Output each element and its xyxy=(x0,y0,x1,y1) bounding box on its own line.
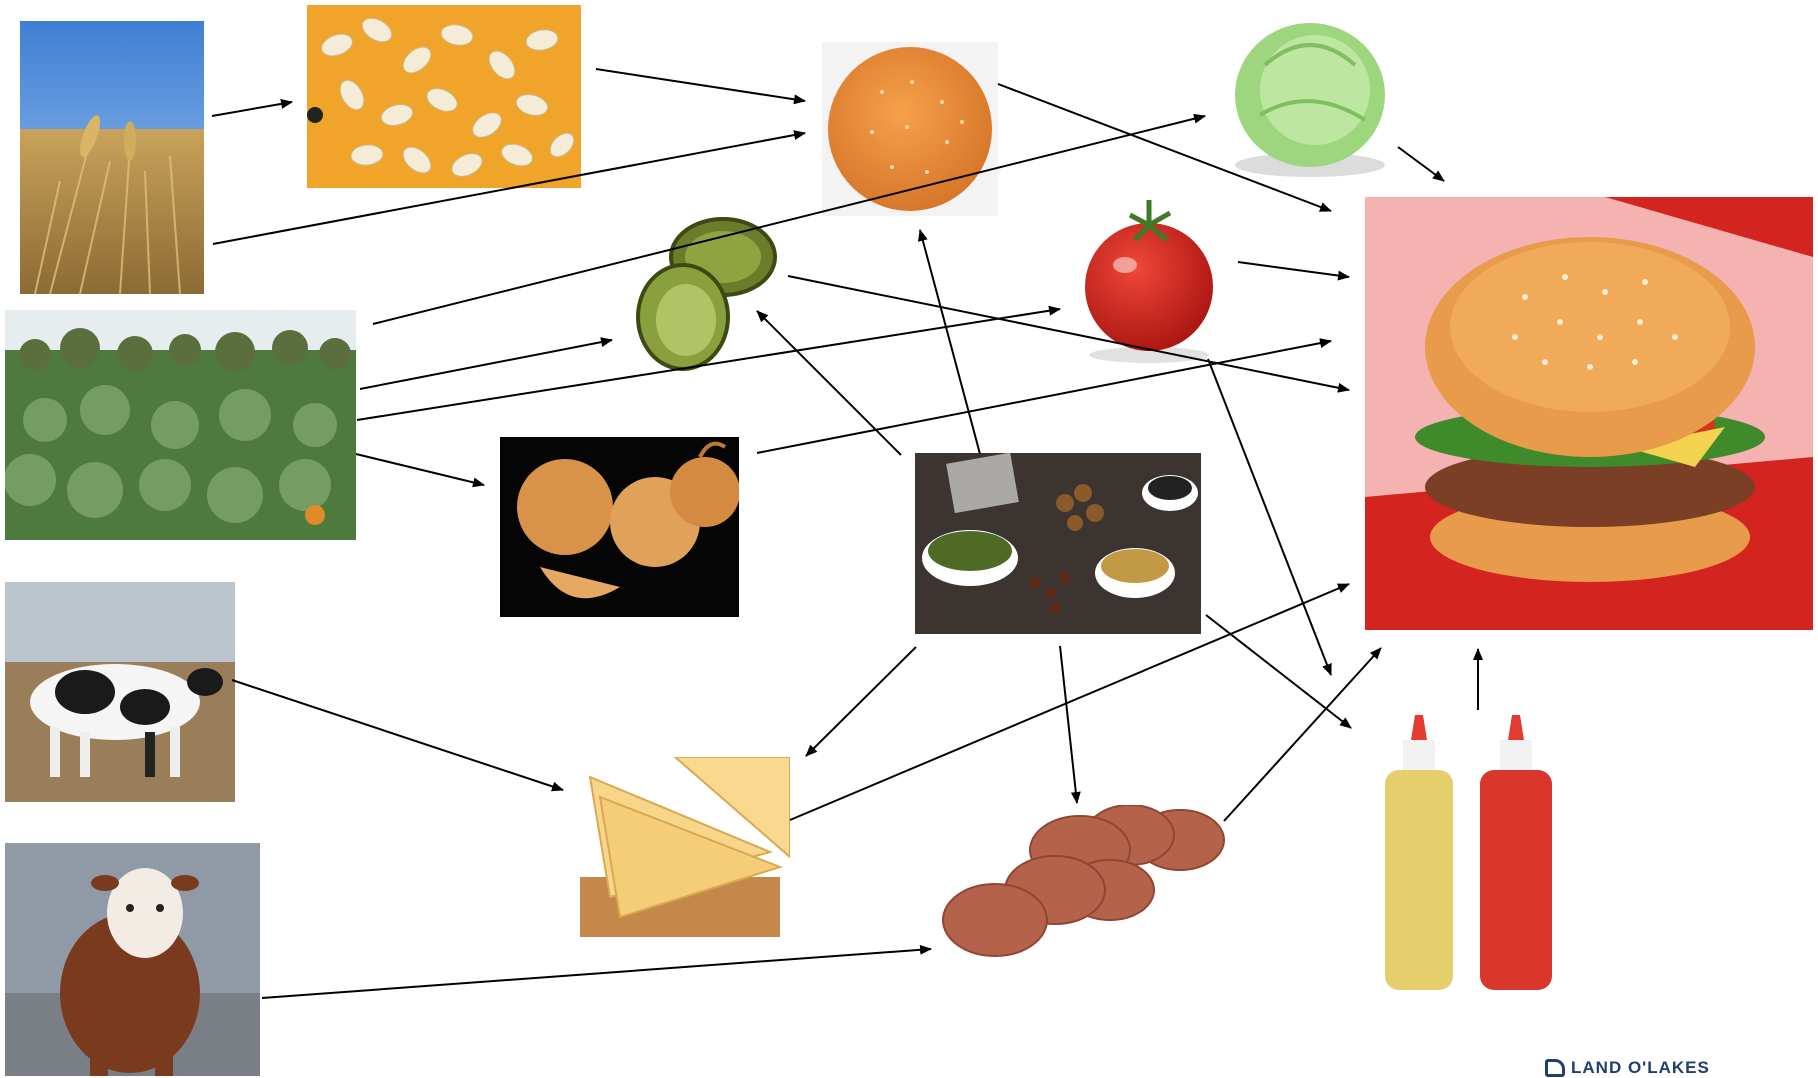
arrow-onions-to-burger xyxy=(756,338,1332,454)
pickle-slices-photo xyxy=(628,212,783,377)
wheat-field-photo xyxy=(20,21,204,294)
meat-patties-photo xyxy=(940,805,1230,965)
holstein-cow-photo xyxy=(5,582,235,802)
hamburger-photo xyxy=(1365,197,1813,630)
onions-photo xyxy=(500,437,739,617)
spices-photo xyxy=(915,453,1201,634)
land-o-lakes-logo-icon xyxy=(1545,1059,1565,1077)
cheese-slices-photo xyxy=(580,757,790,937)
land-o-lakes-logo: LAND O'LAKES xyxy=(1545,1058,1710,1078)
arrow-patties-to-burger xyxy=(1223,647,1382,822)
lettuce-photo xyxy=(1225,5,1395,182)
sesame-bun-photo xyxy=(822,42,998,216)
arrow-field-to-pickles xyxy=(359,337,613,390)
arrow-beef-to-patties xyxy=(261,944,932,999)
arrow-pickles-to-burger xyxy=(787,275,1350,393)
arrow-spices-to-patties xyxy=(1059,645,1081,804)
arrow-lettuce-to-burger xyxy=(1397,146,1445,182)
vegetable-field-photo xyxy=(5,310,356,540)
sesame-seeds-photo xyxy=(307,5,581,188)
arrow-tomato-to-burger xyxy=(1237,261,1350,281)
hereford-cow-photo xyxy=(5,843,260,1076)
arrow-field-to-onions xyxy=(355,453,485,488)
arrow-sesame-to-bun xyxy=(595,68,806,105)
arrow-spices-to-condiments xyxy=(1205,614,1352,729)
arrow-spices-to-cheese xyxy=(805,646,917,757)
arrow-wheat-to-sesame xyxy=(211,98,293,117)
arrow-dairy-to-cheese xyxy=(231,679,564,792)
arrow-tomato-to-condiments xyxy=(1207,358,1332,676)
mustard-ketchup-bottles-photo xyxy=(1365,710,1570,1000)
tomato-photo xyxy=(1075,195,1223,365)
arrow-spices-to-bun xyxy=(918,229,981,455)
logo-text: LAND O'LAKES xyxy=(1571,1058,1710,1077)
